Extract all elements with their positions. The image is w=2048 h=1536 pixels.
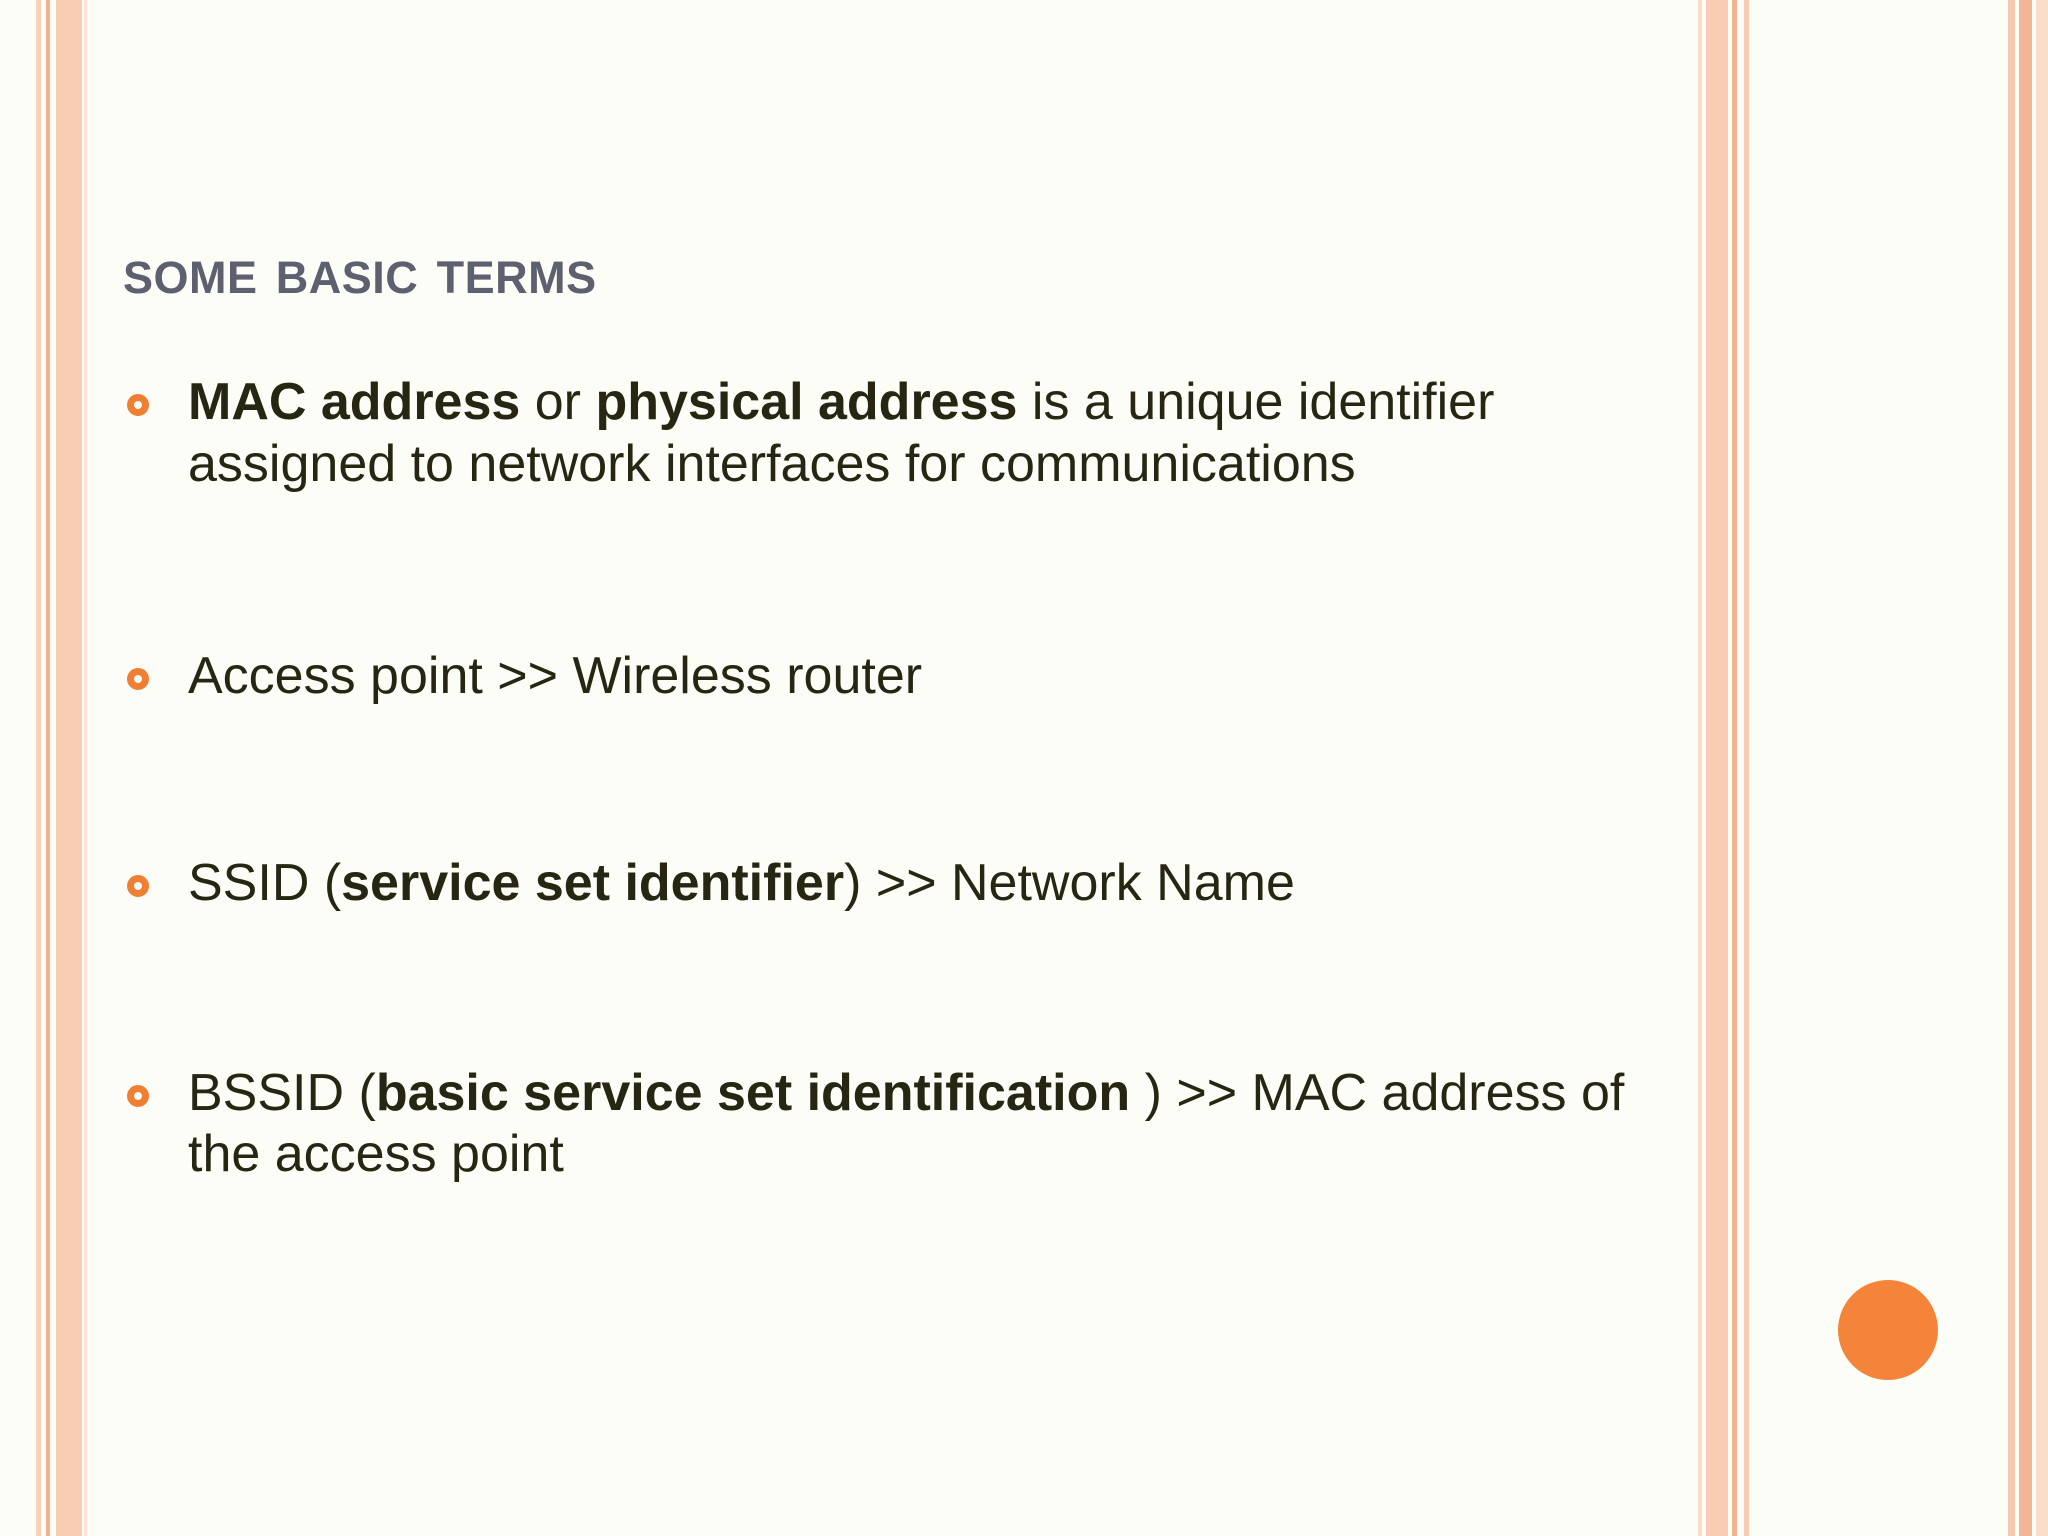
edge-border-stripe-1 — [2008, 0, 2015, 1536]
bullet-marker-icon — [127, 394, 149, 416]
bullet-list: MAC address or physical address is a uni… — [123, 372, 1683, 1186]
decorative-orange-circle — [1838, 1280, 1938, 1380]
slide-title: Some Basic Terms — [123, 234, 597, 307]
list-item-text: SSID (service set identifier) >> Network… — [188, 853, 1295, 912]
list-item-text: MAC address or physical address is a uni… — [188, 373, 1495, 493]
bullet-marker-icon — [127, 667, 149, 690]
right-border-stripe-3 — [1732, 0, 1737, 1536]
right-border-stripe-4 — [1744, 0, 1749, 1536]
list-item: MAC address or physical address is a uni… — [123, 372, 1683, 496]
left-border-stripe-1 — [36, 0, 41, 1536]
left-border-stripe-4 — [84, 0, 87, 1536]
right-border-stripe-2 — [1706, 0, 1728, 1536]
bullet-marker-icon — [127, 1084, 149, 1107]
list-item-text: Access point >> Wireless router — [188, 646, 923, 705]
left-border-stripe-2 — [46, 0, 50, 1536]
edge-border-stripe-2 — [2019, 0, 2032, 1536]
edge-border-stripe-3 — [2036, 0, 2048, 1536]
list-item: BSSID (basic service set identification … — [123, 1063, 1683, 1187]
list-item-text: BSSID (basic service set identification … — [188, 1063, 1625, 1184]
slide-content: Some Basic Terms MAC address or physical… — [123, 234, 1938, 1380]
list-item: Access point >> Wireless router — [123, 646, 1683, 708]
list-item: SSID (service set identifier) >> Network… — [123, 853, 1683, 915]
left-border-stripe-3 — [56, 0, 82, 1536]
right-border-stripe-1 — [1698, 0, 1702, 1536]
bullet-marker-icon — [127, 874, 149, 897]
